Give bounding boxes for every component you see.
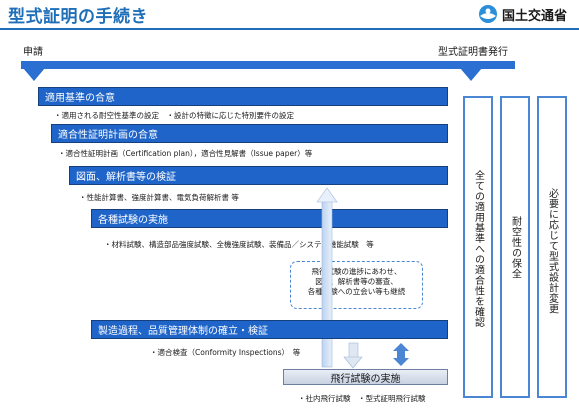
side-column-label: 必要に応じて型式設計変更 [546, 188, 558, 314]
step-label: 図面、解析書等の検証 [76, 172, 176, 183]
step-applicable-standards: 適用基準の合意 [38, 87, 448, 106]
step-detail: ・適合検査（Conformity Inspections） 等 [150, 348, 301, 357]
side-column-label: 耐空性の保全 [509, 216, 521, 279]
flight-test-note: 飛行試験の進捗にあわせ、 図面、解析書等の審査、 各種試験への立会い等も継続 [290, 261, 423, 309]
side-column-label: 全ての適用基準への適合性を確認 [472, 170, 484, 328]
step-flight-test: 飛行試験の実施 [283, 369, 448, 385]
step-label: 適合性証明計画の合意 [58, 130, 158, 141]
side-column-design-change: 必要に応じて型式設計変更 [537, 96, 567, 398]
step-detail: ・性能計算書、強度計算書、電気負荷解析書 等 [79, 193, 239, 202]
step-detail: ・適合性証明計画（Certification plan），適合性見解書（Issu… [58, 149, 313, 158]
down-arrow-icon [343, 342, 363, 369]
start-label: 申請 [23, 47, 43, 58]
step-label: 製造過程、品質管理体制の確立・検証 [98, 326, 268, 337]
end-label: 型式証明書発行 [438, 47, 508, 58]
step-compliance-plan: 適合性証明計画の合意 [51, 124, 448, 143]
note-line: 各種試験への立会い等も継続 [307, 287, 406, 296]
ministry-logo-icon [479, 5, 497, 23]
end-arrow-icon [460, 68, 482, 81]
step-detail: ・適用される耐空性基準の設定 ・設計の特徴に応じた特別要件の設定 [54, 111, 294, 120]
step-quality-system: 製造過程、品質管理体制の確立・検証 [91, 320, 448, 339]
step-label: 飛行試験の実施 [330, 373, 401, 385]
side-column-compliance: 全ての適用基準への適合性を確認 [463, 96, 493, 398]
step-detail: ・材料試験、構造部品強度試験、全機強度試験、装備品／システム機能試験 等 [104, 240, 374, 249]
side-column-airworthiness: 耐空性の保全 [500, 96, 530, 398]
ministry-logo: 国土交通省 [478, 3, 576, 25]
step-testing: 各種試験の実施 [91, 209, 448, 228]
page-title: 型式証明の手続き [8, 7, 148, 27]
note-line: 飛行試験の進捗にあわせ、 [311, 267, 402, 276]
step-document-review: 図面、解析書等の検証 [69, 166, 448, 185]
up-arrow-icon [316, 187, 338, 368]
timeline-bar [21, 61, 515, 69]
note-line: 図面、解析書等の審査、 [315, 277, 398, 286]
start-arrow-icon [23, 68, 45, 81]
step-detail: ・社内飛行試験 ・型式証明飛行試験 [298, 394, 426, 403]
ministry-name: 国土交通省 [502, 8, 568, 24]
double-arrow-icon [393, 343, 409, 366]
title-divider [0, 28, 579, 30]
step-label: 各種試験の実施 [98, 215, 168, 226]
step-label: 適用基準の合意 [45, 93, 115, 104]
